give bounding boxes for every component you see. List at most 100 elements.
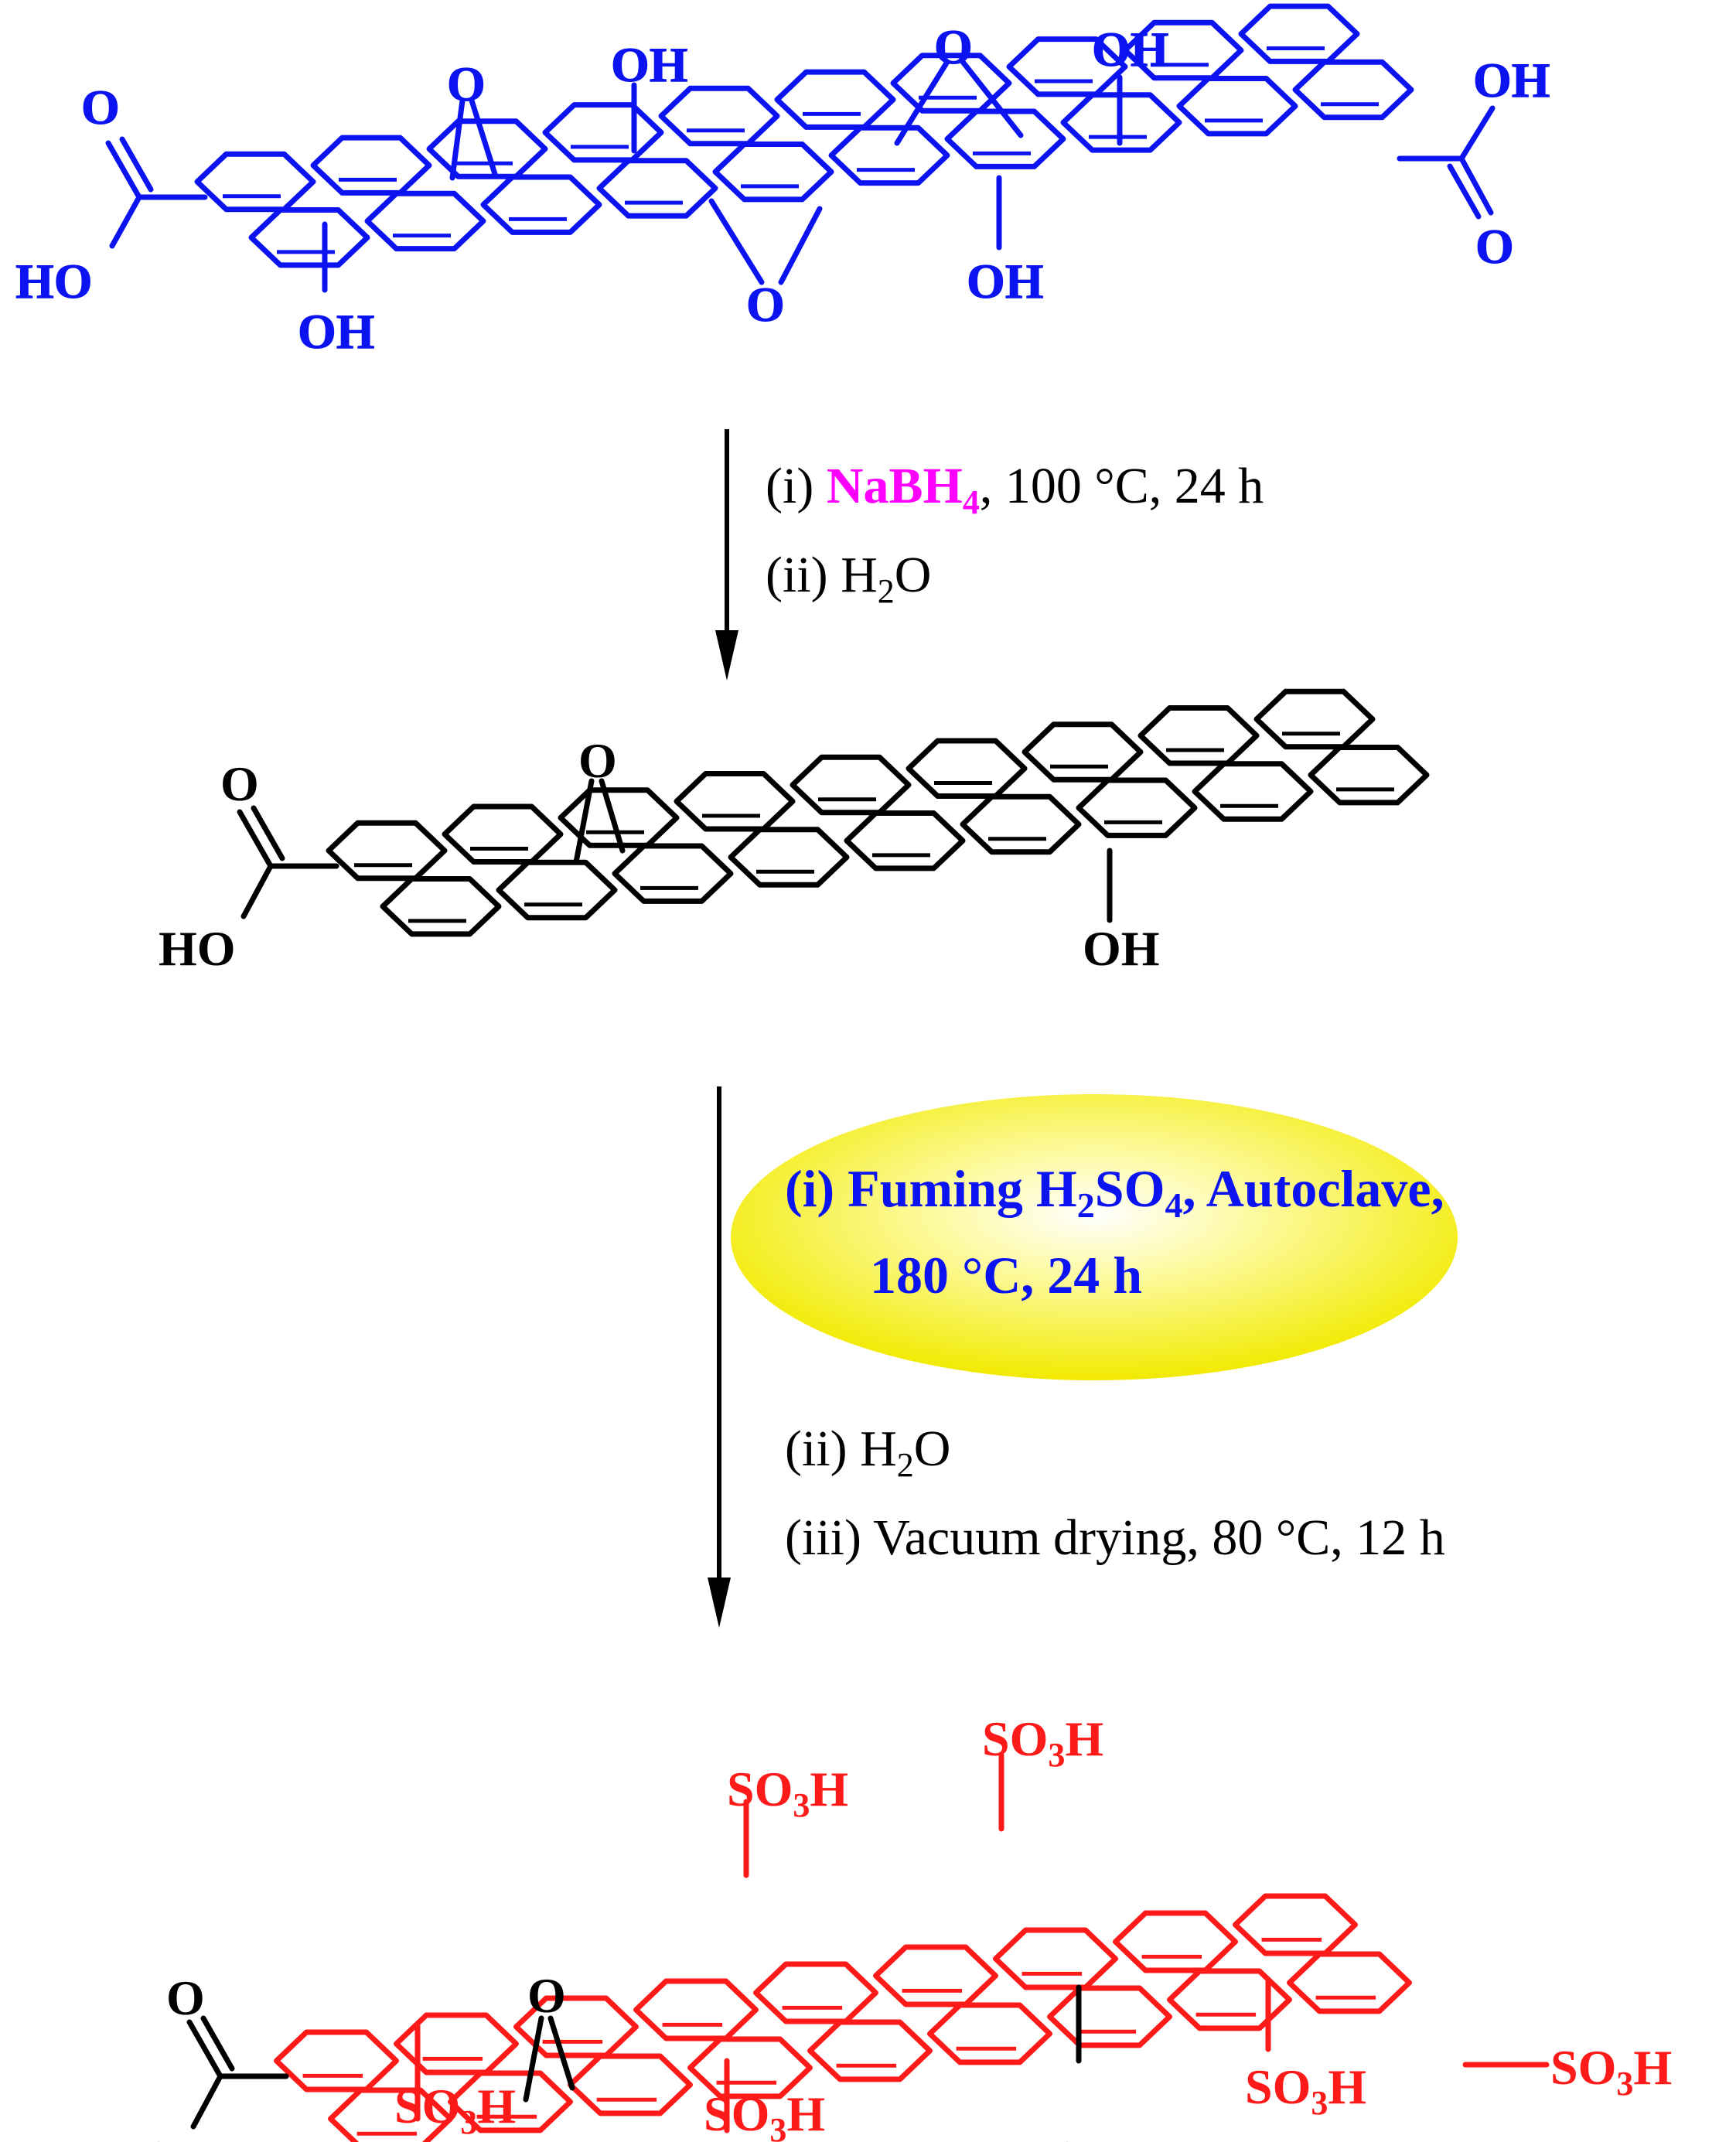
graphene-oxide-atom-labels: O HO OH O OH O OH O OH OH O <box>15 19 1551 360</box>
hexagon-ring <box>687 2036 813 2099</box>
sulfonic-acid-label: SO3H <box>394 2079 516 2141</box>
epoxide-oxygen-label: O <box>527 1968 566 2023</box>
hexagon-ring <box>728 827 850 888</box>
step2-highlighted-conditions: (i) Fuming H2SO4, Autoclave, 180 °C, 24 … <box>785 1159 1444 1305</box>
hydroxyl-label: HO <box>101 2130 178 2142</box>
sulfonic-acid-label: SO3H <box>727 1762 848 1824</box>
hexagon-ring <box>326 820 448 882</box>
hexagon-ring <box>1292 59 1414 121</box>
hexagon-ring <box>960 793 1082 855</box>
hexagon-ring <box>1253 688 1376 750</box>
hexagon-ring <box>927 2002 1052 2065</box>
hydroxyl-label: HO <box>159 921 236 976</box>
highlight-oval <box>731 1094 1458 1380</box>
step2-line2: 180 °C, 24 h <box>870 1246 1142 1305</box>
hexagon-ring <box>596 158 718 219</box>
hexagon-ring <box>1047 1985 1172 2048</box>
hexagon-ring <box>1060 92 1182 153</box>
step2-line1: (i) Fuming H2SO4, Autoclave, <box>785 1159 1444 1225</box>
hexagon-ring <box>394 2012 519 2075</box>
hexagon-ring <box>1287 1951 1412 2014</box>
oxo-label: O <box>1475 219 1514 274</box>
graphene-oxide-bonds <box>105 59 1496 293</box>
hexagon-ring <box>442 803 564 865</box>
sulfonated-red-bonds <box>414 1752 1550 2133</box>
step2-line4: (iii) Vacuum drying, 80 °C, 12 h <box>785 1509 1445 1566</box>
oxo-label: O <box>166 1970 205 2025</box>
epoxide-oxygen-label: O <box>746 277 785 332</box>
sulfonic-acid-label: SO3H <box>1550 2040 1672 2103</box>
step2-conditions: (ii) H2O (iii) Vacuum drying, 80 °C, 12 … <box>785 1421 1445 1566</box>
hexagon-ring <box>1192 761 1314 822</box>
hexagon-ring <box>1021 721 1144 783</box>
hexagon-ring <box>674 771 796 832</box>
oxo-label: O <box>220 756 259 811</box>
hexagon-ring <box>328 2087 453 2142</box>
sulfonic-acid-label: SO3H <box>1245 2059 1366 2122</box>
hexagon-ring <box>1167 1968 1292 2031</box>
hydroxyl-label: HO <box>15 254 93 309</box>
step2-line3: (ii) H2O <box>785 1421 950 1484</box>
hexagon-ring <box>480 174 602 235</box>
reaction-arrow-1 <box>715 429 738 680</box>
hexagon-ring <box>448 2070 573 2133</box>
epoxide-oxygen-label: O <box>934 19 973 74</box>
hexagon-ring <box>790 754 912 816</box>
reducing-agent-label: NaBH <box>827 458 963 514</box>
sulfonic-acid-label: SO3H <box>982 1711 1103 1774</box>
hexagon-ring <box>1006 36 1128 97</box>
hexagon-ring <box>890 53 1012 114</box>
hexagon-ring <box>807 2019 933 2082</box>
hydroxyl-label: OH <box>1092 22 1169 77</box>
hexagon-ring <box>496 859 618 921</box>
sulfonated-atom-labels: O HO O OH <box>101 1968 1125 2142</box>
hexagon-ring <box>1308 745 1430 806</box>
hexagon-ring <box>274 2029 399 2093</box>
hydroxyl-label: OH <box>298 304 375 359</box>
graphene-oxide-sheet <box>194 3 1414 268</box>
hexagon-ring <box>774 69 896 130</box>
hexagon-ring <box>712 142 834 203</box>
hexagon-ring <box>1122 19 1244 81</box>
sulfonic-acid-label: SO3H <box>704 2086 825 2142</box>
hexagon-ring <box>844 810 966 871</box>
hexagon-ring <box>753 1961 878 2024</box>
hexagon-ring <box>633 1978 759 2041</box>
hexagon-ring <box>1113 1910 1238 1973</box>
hexagon-ring <box>906 738 1028 799</box>
epoxide-oxygen-label: O <box>578 733 617 788</box>
hexagon-ring <box>513 1995 639 2058</box>
hexagon-ring <box>944 108 1066 169</box>
hydroxyl-label: OH <box>611 37 688 92</box>
hexagon-ring <box>380 876 502 937</box>
hydroxyl-label: OH <box>1048 2130 1125 2142</box>
hexagon-ring <box>1176 76 1298 137</box>
hydroxyl-label: OH <box>1473 53 1550 107</box>
reduced-go-atom-labels: O HO O OH <box>159 733 1160 976</box>
hexagon-ring <box>873 1944 998 2007</box>
hexagon-ring <box>1076 777 1198 838</box>
hexagon-ring <box>658 85 780 147</box>
graphene-oxide-molecule: O HO OH O OH O OH O OH OH O <box>15 3 1551 360</box>
step1-line1: (i) NaBH4, 100 °C, 24 h <box>766 458 1264 521</box>
step1-line2: (ii) H2O <box>766 547 931 610</box>
oxo-label: O <box>81 80 120 135</box>
sulfonic-acid-labels: SO3H SO3H SO3H SO3H SO3H SO3H <box>394 1711 1672 2142</box>
hexagon-ring <box>993 1927 1118 1990</box>
reaction-arrow-2 <box>708 1086 731 1628</box>
hydroxyl-label: OH <box>1083 921 1160 976</box>
step1-conditions: (i) NaBH4, 100 °C, 24 h (ii) H2O <box>766 458 1264 610</box>
hydroxyl-label: OH <box>967 254 1044 309</box>
hexagon-ring <box>1233 1893 1358 1956</box>
hexagon-ring <box>542 102 664 163</box>
reduced-graphene-oxide-molecule: O HO O OH <box>159 688 1430 976</box>
epoxide-oxygen-label: O <box>447 56 486 111</box>
hexagon-ring <box>1137 705 1260 766</box>
hexagon-ring <box>828 124 950 186</box>
reduced-go-sheet <box>326 688 1430 937</box>
sulfonated-graphene-molecule: O HO O OH SO3H SO3H SO3H SO3H SO3H SO3H <box>101 1711 1672 2142</box>
sulfonated-black-bonds <box>186 1984 1082 2130</box>
hexagon-ring <box>248 207 370 268</box>
hexagon-ring <box>568 2053 693 2116</box>
